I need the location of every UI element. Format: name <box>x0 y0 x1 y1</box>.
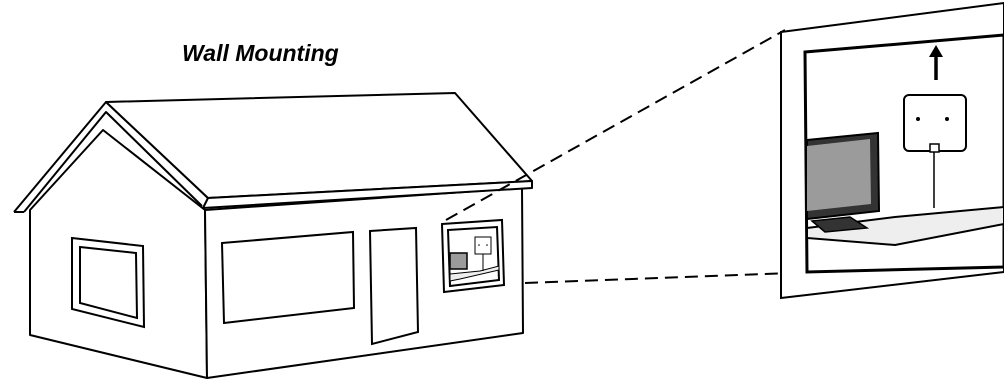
mini-antenna <box>475 237 491 254</box>
antenna-connector <box>930 144 939 152</box>
tv-screen <box>807 139 871 211</box>
window-icon <box>442 220 504 292</box>
zoomed-window <box>781 3 1004 298</box>
mini-tv <box>450 253 467 269</box>
